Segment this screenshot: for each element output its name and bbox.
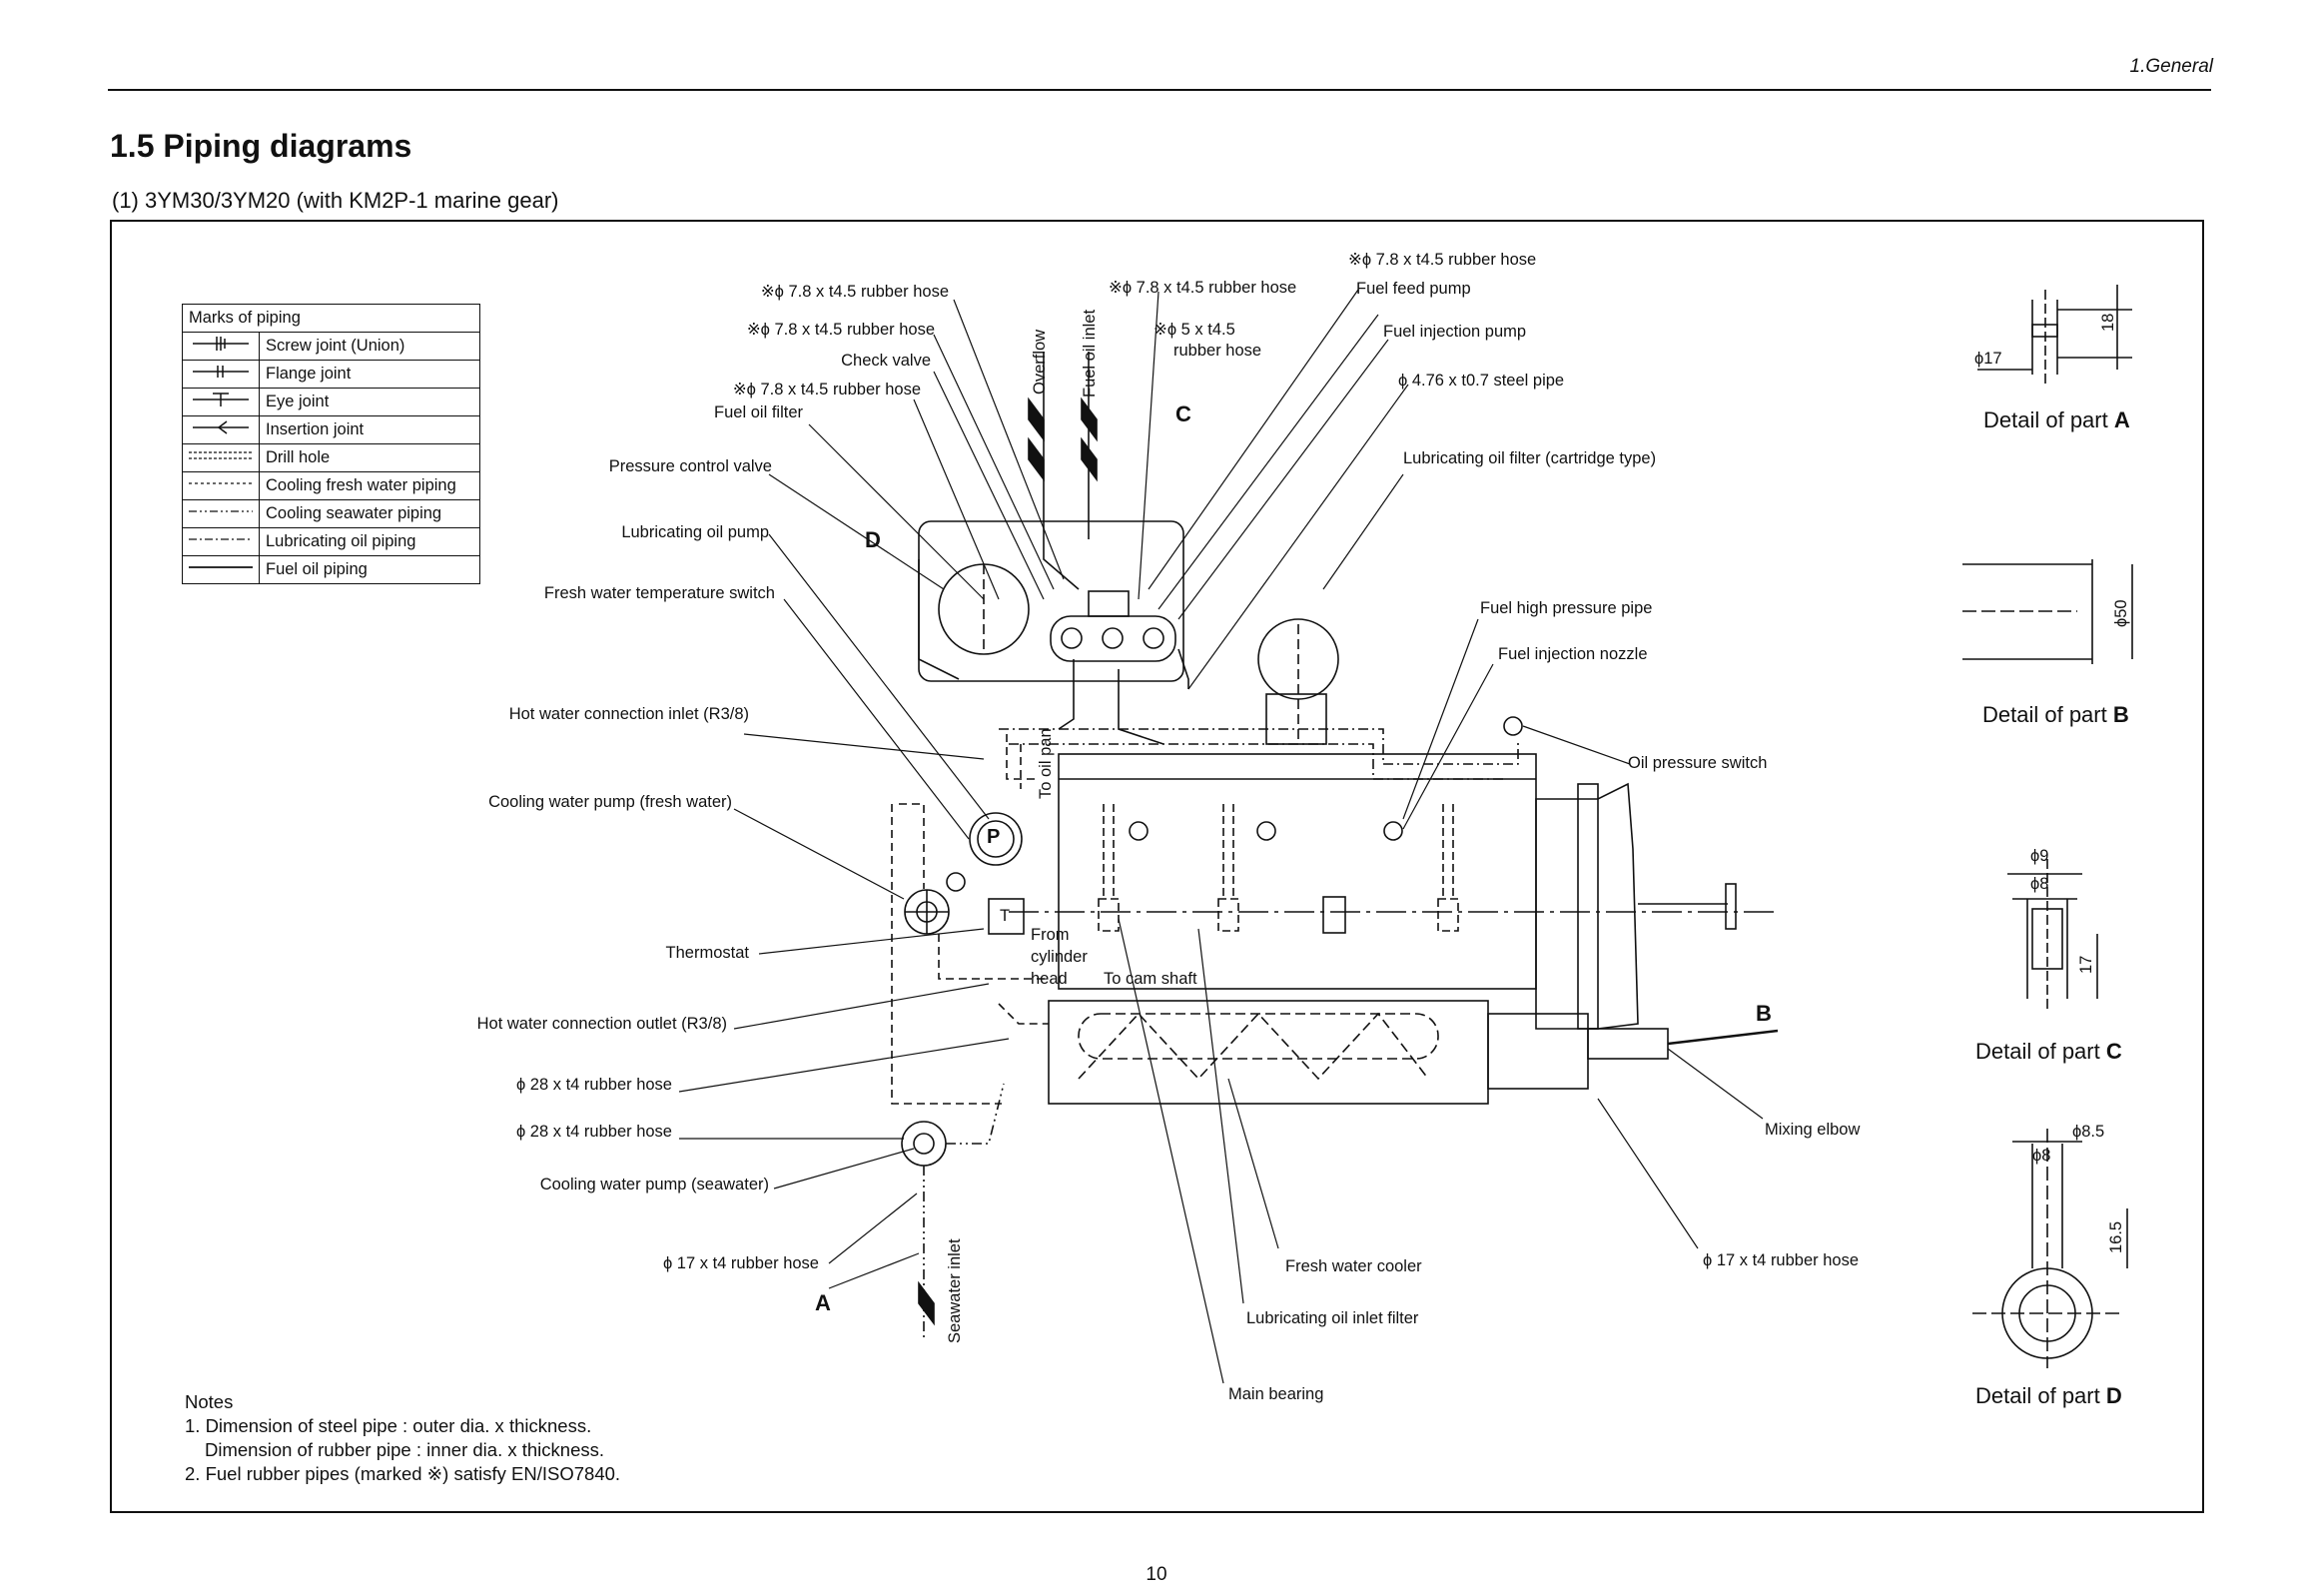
label-pump-p: P — [987, 826, 1001, 848]
label-hot-water-inlet: Hot water connection inlet (R3/8) — [508, 705, 749, 723]
detail-b-caption: Detail of part B — [1982, 702, 2129, 727]
label-overflow: Overflow — [1031, 329, 1049, 395]
detail-c-dim-9: ϕ9 — [2030, 847, 2049, 865]
detail-c-dim-8: ϕ8 — [2030, 875, 2049, 893]
fuel-injection-pump-body — [1050, 615, 1176, 662]
engine-block — [1058, 753, 1537, 990]
label-pressure-control-valve: Pressure control valve — [608, 457, 772, 475]
label-steel-pipe: ϕ 4.76 x t0.7 steel pipe — [1398, 372, 1565, 390]
notes-line: Dimension of rubber pipe : inner dia. x … — [205, 1439, 605, 1460]
label-hose-17-right: ϕ 17 x t4 rubber hose — [1703, 1251, 1860, 1269]
label-fuel-feed-pump: Fuel feed pump — [1356, 280, 1471, 298]
legend-row: Eye joint — [182, 388, 480, 416]
legend-row: Drill hole — [182, 443, 480, 472]
legend-row: Cooling fresh water piping — [182, 471, 480, 500]
detail-d-dim-8: ϕ8 — [2032, 1147, 2051, 1165]
label-thermo-t: T — [1000, 907, 1011, 925]
label-hose-5-b: rubber hose — [1173, 342, 1262, 360]
label-fuel-hp-pipe: Fuel high pressure pipe — [1480, 599, 1653, 617]
label-mixing-elbow: Mixing elbow — [1765, 1121, 1861, 1139]
notes-title: Notes — [185, 1391, 234, 1412]
thermostat — [988, 898, 1025, 935]
legend-label: Insertion joint — [259, 415, 480, 444]
detail-d-drawing — [1972, 1129, 2128, 1368]
legend-label: Eye joint — [259, 388, 480, 416]
part-letter-a: A — [815, 1290, 831, 1315]
label-hose-top-right: ※ϕ 7.8 x t4.5 rubber hose — [1348, 251, 1537, 269]
label-cooling-pump-fresh: Cooling water pump (fresh water) — [488, 793, 732, 811]
seawater-pump — [901, 1121, 947, 1167]
piping-legend: Marks of piping Screw joint (Union) Flan… — [182, 304, 480, 584]
detail-d-dim-85: ϕ8.5 — [2072, 1123, 2105, 1141]
label-thermostat: Thermostat — [665, 944, 749, 962]
detail-a-dim-len: 18 — [2099, 313, 2117, 332]
page-subtitle: (1) 3YM30/3YM20 (with KM2P-1 marine gear… — [112, 188, 559, 213]
legend-row: Fuel oil piping — [182, 555, 480, 584]
label-fresh-water-cooler: Fresh water cooler — [1285, 1257, 1422, 1275]
detail-a-caption: Detail of part A — [1983, 407, 2130, 432]
label-lube-inlet-filter: Lubricating oil inlet filter — [1246, 1309, 1419, 1327]
detail-a-drawing — [1977, 285, 2132, 385]
legend-label: Cooling fresh water piping — [259, 471, 480, 500]
legend-row: Lubricating oil piping — [182, 527, 480, 556]
detail-d-caption: Detail of part D — [1975, 1383, 2122, 1408]
notes-line: 2. Fuel rubber pipes (marked ※) satisfy … — [185, 1463, 621, 1484]
label-fuel-nozzle: Fuel injection nozzle — [1498, 645, 1648, 663]
label-oil-pressure-switch: Oil pressure switch — [1628, 754, 1768, 772]
detail-b-drawing — [1962, 559, 2133, 664]
page-title: 1.5 Piping diagrams — [110, 128, 412, 164]
label-seawater-inlet: Seawater inlet — [946, 1238, 964, 1343]
label-hose-17-left: ϕ 17 x t4 rubber hose — [662, 1254, 819, 1272]
label-to-cam-shaft: To cam shaft — [1104, 970, 1197, 988]
label-hose-center: ※ϕ 7.8 x t4.5 rubber hose — [1109, 279, 1297, 297]
label-from-cylinder-1: From — [1031, 926, 1070, 944]
detail-c-drawing — [2007, 859, 2098, 1009]
label-from-cylinder-2: cylinder — [1031, 948, 1088, 966]
legend-label: Fuel oil piping — [259, 555, 480, 584]
detail-d-dim-165: 16.5 — [2107, 1220, 2125, 1253]
label-fuel-oil-filter: Fuel oil filter — [714, 403, 803, 421]
notes-block: Notes 1. Dimension of steel pipe : outer… — [185, 1390, 620, 1486]
label-hose-28-b: ϕ 28 x t4 rubber hose — [515, 1123, 672, 1141]
header-section-label: 1.General — [2129, 56, 2213, 77]
label-hot-water-outlet: Hot water connection outlet (R3/8) — [476, 1015, 727, 1033]
label-hose-5: ※ϕ 5 x t4.5 — [1154, 321, 1235, 339]
label-fuel-injection-pump: Fuel injection pump — [1383, 323, 1527, 341]
label-hose-left-1: ※ϕ 7.8 x t4.5 rubber hose — [760, 283, 949, 301]
label-hose-left-2: ※ϕ 7.8 x t4.5 rubber hose — [746, 321, 935, 339]
label-cooling-pump-sea: Cooling water pump (seawater) — [539, 1176, 769, 1194]
detail-c-dim-17: 17 — [2077, 955, 2095, 974]
label-fw-temp-switch: Fresh water temperature switch — [543, 584, 775, 602]
label-from-cylinder-3: head — [1031, 970, 1068, 988]
label-lube-filter-cartridge: Lubricating oil filter (cartridge type) — [1403, 449, 1657, 467]
header-rule — [108, 89, 2211, 91]
label-fuel-oil-inlet: Fuel oil inlet — [1081, 309, 1099, 398]
detail-a-dim-dia: ϕ17 — [1974, 350, 2002, 368]
detail-c-caption: Detail of part C — [1975, 1039, 2122, 1064]
label-hose-left-3: ※ϕ 7.8 x t4.5 rubber hose — [732, 381, 921, 399]
legend-label: Cooling seawater piping — [259, 499, 480, 528]
fresh-water-cooler — [1048, 1000, 1489, 1105]
label-hose-28-a: ϕ 28 x t4 rubber hose — [515, 1076, 672, 1094]
label-check-valve: Check valve — [841, 352, 931, 370]
label-lube-oil-pump: Lubricating oil pump — [621, 523, 769, 541]
part-letter-b: B — [1756, 1001, 1772, 1026]
part-letter-d: D — [865, 527, 881, 552]
label-to-oil-pan: To oil pan — [1037, 728, 1055, 799]
marine-gear — [1535, 782, 1639, 1030]
part-letter-c: C — [1175, 401, 1191, 426]
notes-line: 1. Dimension of steel pipe : outer dia. … — [185, 1415, 592, 1436]
legend-row: Insertion joint — [182, 415, 480, 444]
page-number: 10 — [1146, 1564, 1167, 1585]
legend-label: Lubricating oil piping — [259, 527, 480, 556]
legend-row: Cooling seawater piping — [182, 499, 480, 528]
legend-label: Drill hole — [259, 443, 480, 472]
detail-b-dim-dia: ϕ50 — [2112, 599, 2130, 627]
diagram-frame — [110, 220, 2204, 1513]
label-main-bearing: Main bearing — [1228, 1385, 1324, 1403]
lube-oil-pump — [969, 812, 1023, 866]
